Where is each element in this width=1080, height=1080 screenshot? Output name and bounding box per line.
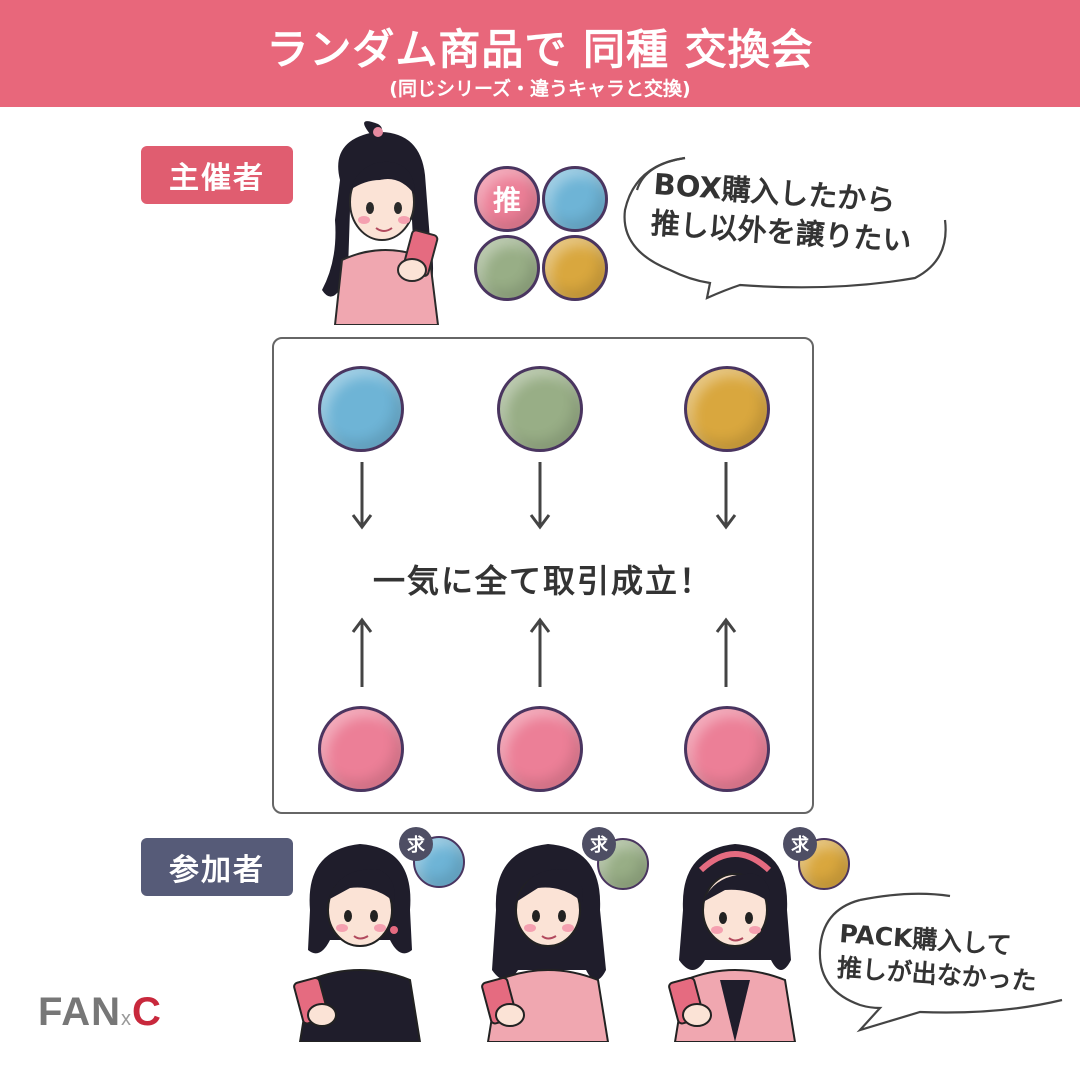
trade-badge-blue — [318, 366, 404, 452]
host-character-illustration — [322, 121, 440, 325]
oshi-label: 推 — [492, 184, 521, 217]
trade-badge-green — [497, 366, 583, 452]
trade-badge-pink-3 — [684, 706, 770, 792]
participant-speech-bubble — [818, 892, 1063, 1033]
badge-green — [474, 235, 540, 301]
host-tag: 主催者 — [141, 146, 293, 204]
want-tag-2: 求 — [582, 827, 616, 861]
host-speech-bubble — [623, 156, 947, 300]
trade-center-text: 一気に全て取引成立！ — [372, 562, 713, 600]
page-subtitle: (同じシリーズ・違うキャラと交換) — [389, 78, 691, 100]
participant-3-illustration — [668, 844, 797, 1042]
trade-arrows — [351, 462, 737, 687]
title-banner: ランダム商品で 同種 交換会 (同じシリーズ・違うキャラと交換) — [0, 0, 1080, 107]
logo-left: FAN — [38, 990, 121, 1034]
participant-tag: 参加者 — [141, 838, 293, 896]
trade-badge-gold — [684, 366, 770, 452]
want-tag-1: 求 — [399, 827, 433, 861]
trade-badge-pink-1 — [318, 706, 404, 792]
logo-mid: x — [121, 1008, 132, 1030]
trade-badge-pink-2 — [497, 706, 583, 792]
badge-blue — [542, 166, 608, 232]
participant-bubble-text: PACK購入して 推しが出なかった — [836, 917, 1040, 998]
badge-gold — [542, 235, 608, 301]
trade-box — [272, 337, 814, 814]
logo-right: C — [132, 990, 162, 1034]
want-tag-3: 求 — [783, 827, 817, 861]
page-title: ランダム商品で 同種 交換会 — [266, 25, 814, 74]
participant-2-illustration — [481, 844, 610, 1042]
brand-logo: FANxC — [38, 990, 162, 1035]
participant-1-illustration — [293, 844, 422, 1042]
oshi-badge-pink: 推 — [474, 166, 540, 232]
